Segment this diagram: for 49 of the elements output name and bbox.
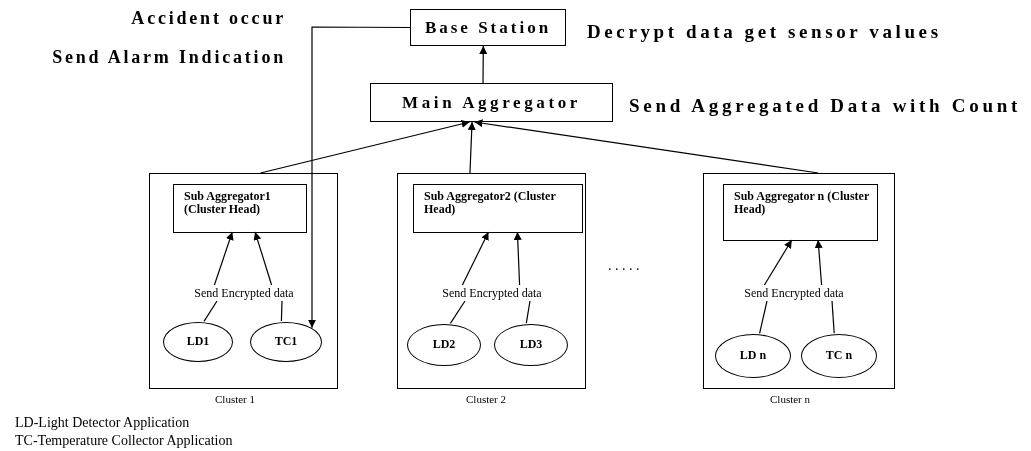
caption-text: Decrypt data get sensor values [587, 21, 942, 43]
caption-text: Send Aggregated Data with Count [629, 95, 1021, 117]
node-label: LD3 [519, 338, 543, 352]
note-text: LD-Light Detector Application [15, 415, 190, 431]
arrow [513, 231, 522, 286]
flow-text: Send Encrypted data [744, 287, 844, 301]
box-label: Base Station [424, 18, 552, 37]
arrow [479, 45, 488, 84]
caption-text: Cluster 2 [466, 393, 507, 405]
node-label: LD1 [186, 335, 210, 349]
box-label: Main Aggregator [402, 93, 581, 112]
connector-line [280, 300, 283, 322]
note-text: Send Alarm Indication [51, 47, 286, 68]
connector-line [203, 300, 218, 322]
arrow [467, 121, 476, 174]
node-label: LD n [739, 349, 767, 363]
arrow [473, 119, 819, 174]
process-box [413, 184, 583, 233]
flow-text: Send Encrypted data [442, 287, 542, 301]
connector-line [449, 300, 466, 325]
box-label: Sub Aggregator2 (Cluster Head) [424, 190, 557, 217]
box-label: Sub Aggregator1 (Cluster Head) [184, 190, 272, 217]
arrow [259, 120, 471, 174]
process-box [173, 184, 307, 233]
note-text: TC-Temperature Collector Application [15, 433, 233, 449]
arrow [253, 231, 273, 286]
arrow [763, 239, 793, 286]
caption-text: Cluster n [770, 393, 811, 405]
process-box [410, 9, 566, 46]
arrow [814, 239, 823, 286]
connector-line [525, 300, 531, 324]
cluster-box [397, 173, 586, 389]
cluster-box [149, 173, 338, 389]
process-box [370, 83, 613, 122]
box-label: Sub Aggregator n (Cluster Head) [734, 190, 870, 217]
connector-line [831, 300, 835, 334]
ellipsis-dots: . . . . . [608, 258, 640, 274]
node-label: TC n [825, 349, 853, 363]
flow-text: Send Encrypted data [194, 287, 294, 301]
arrow [308, 26, 411, 329]
note-text: Accident occur [130, 8, 286, 29]
node-label: LD2 [432, 338, 456, 352]
cluster-box [703, 173, 895, 389]
connector-line [759, 300, 768, 335]
caption-text: Cluster 1 [215, 393, 256, 405]
process-box [723, 184, 878, 241]
arrow [213, 231, 234, 286]
arrow [461, 231, 490, 286]
node-label: TC1 [274, 335, 298, 349]
